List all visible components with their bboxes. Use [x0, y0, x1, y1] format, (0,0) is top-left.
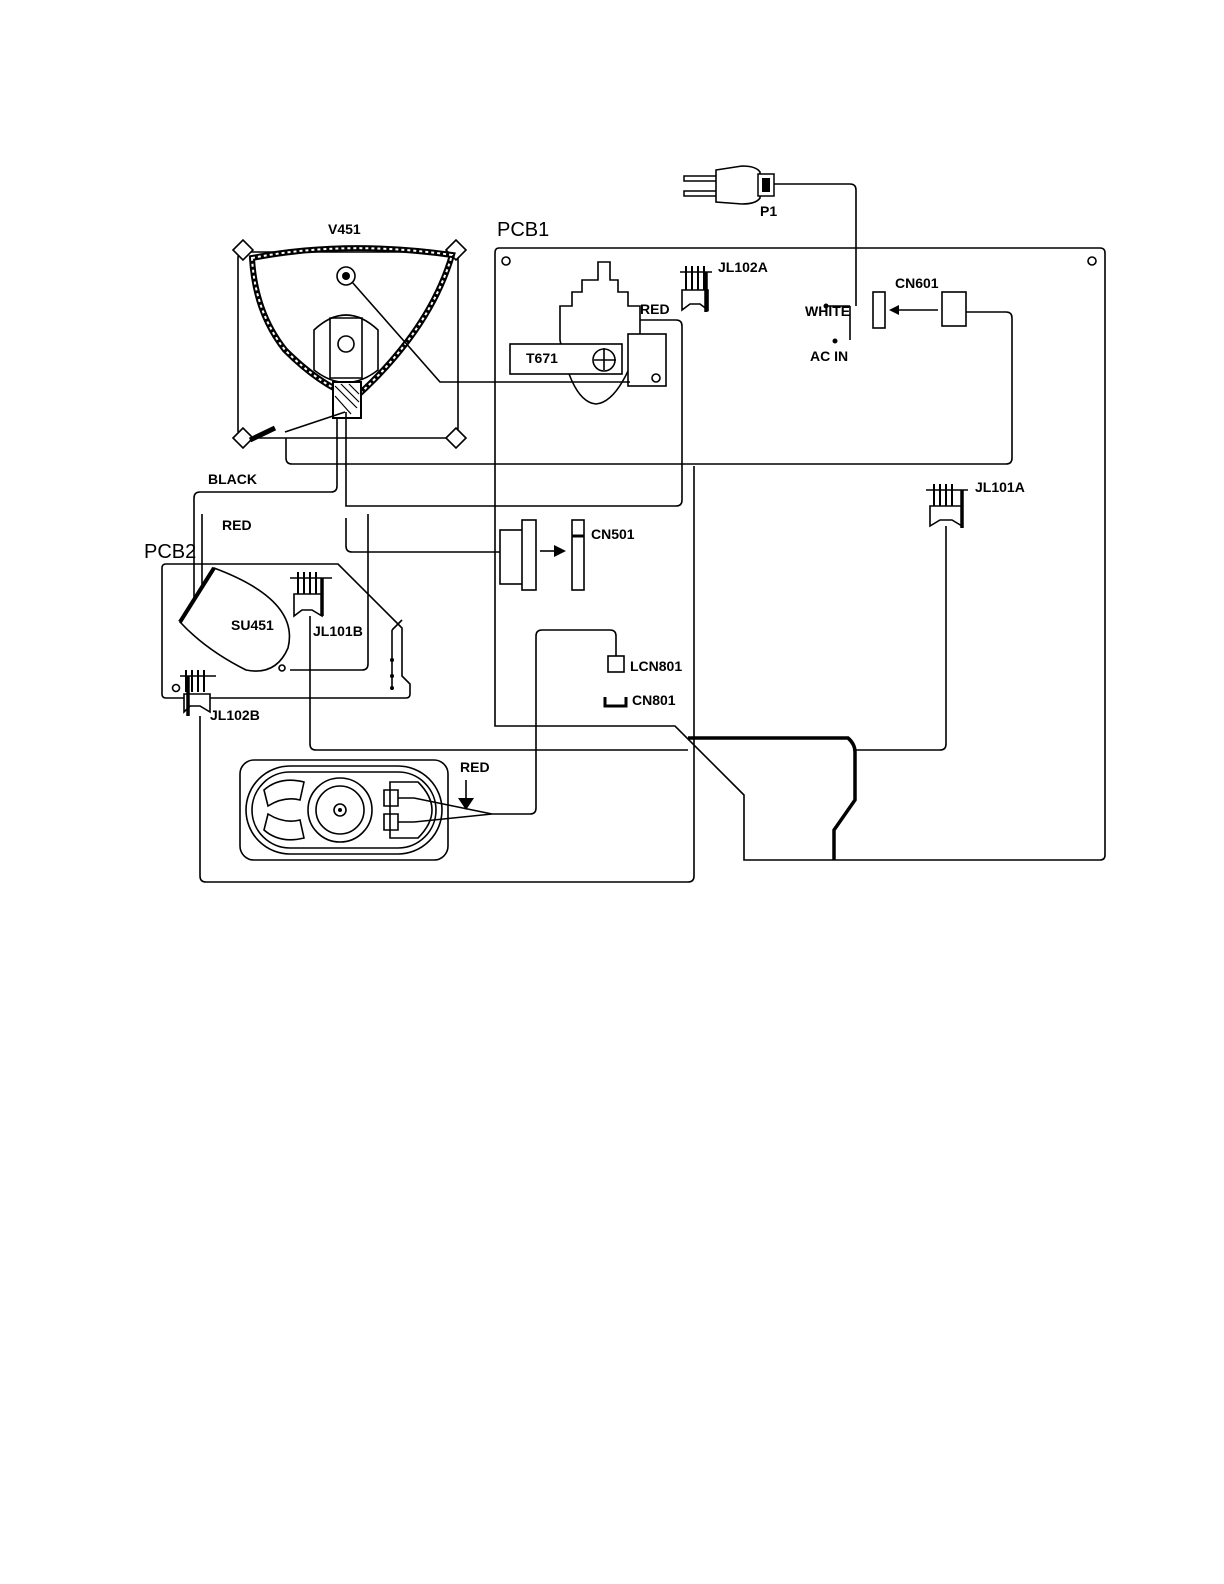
- label-red-speaker: RED: [460, 759, 490, 775]
- label-su451: SU451: [231, 617, 274, 633]
- jumper-jl102a: [680, 266, 712, 312]
- label-v451: V451: [328, 221, 361, 237]
- label-ac-in: AC IN: [810, 348, 848, 364]
- pcb2-board: [162, 514, 410, 716]
- label-p1: P1: [760, 203, 777, 219]
- label-black: BLACK: [208, 471, 257, 487]
- label-cn601: CN601: [895, 275, 939, 291]
- crt-v451: [233, 240, 466, 448]
- label-red-pcb2: RED: [222, 517, 252, 533]
- label-cn501: CN501: [591, 526, 635, 542]
- label-cn801: CN801: [632, 692, 676, 708]
- label-pcb2: PCB2: [144, 541, 196, 563]
- connector-lcn801: [492, 630, 624, 814]
- label-jl101b: JL101B: [313, 623, 363, 639]
- wire-jl101b-jl101a: [310, 616, 688, 750]
- label-jl102b: JL102B: [210, 707, 260, 723]
- label-pcb1: PCB1: [497, 219, 549, 241]
- label-jl101a: JL101A: [975, 479, 1025, 495]
- label-white: WHITE: [805, 303, 850, 319]
- speaker: [240, 760, 492, 860]
- thick-ground-wire: [688, 738, 855, 860]
- label-lcn801: LCN801: [630, 658, 682, 674]
- jumper-jl101a: [855, 484, 968, 750]
- label-jl102a: JL102A: [718, 259, 768, 275]
- label-t671: T671: [526, 350, 558, 366]
- connector-cn801: [605, 697, 626, 706]
- label-red-t671: RED: [640, 301, 670, 317]
